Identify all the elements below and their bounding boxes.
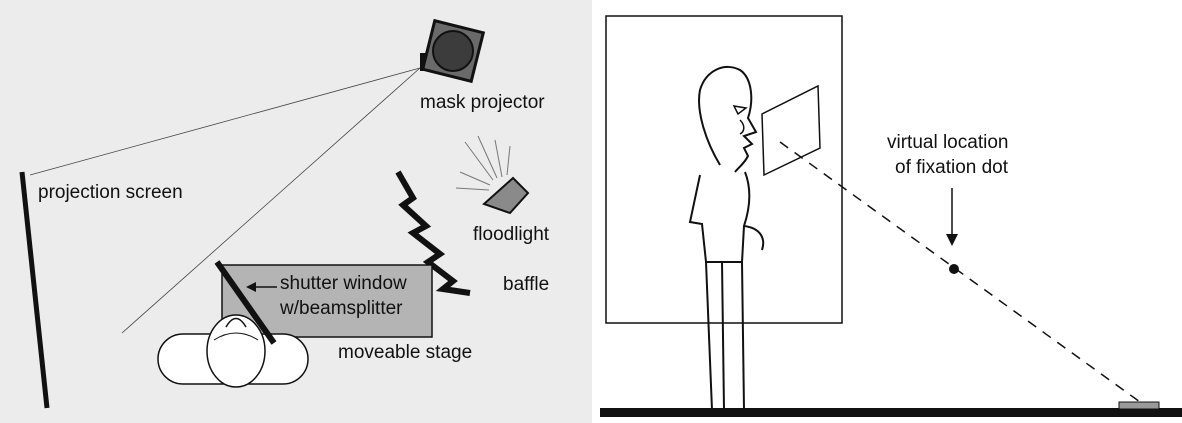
projector-lens [432, 30, 474, 72]
observer-head-profile [698, 65, 758, 173]
shutter-window-label-line1: shutter window [280, 273, 407, 294]
observer-nose [225, 317, 247, 328]
floodlight [455, 135, 530, 215]
observer-hair-line [213, 332, 259, 341]
observer-side-view [688, 65, 765, 411]
line-of-sight-dashed [779, 141, 1141, 403]
observer-head-top-view [206, 314, 266, 388]
right-panel-setup-side-view: virtual location of fixation dot [596, 0, 1182, 423]
floor [600, 408, 1182, 417]
mask-projector-label: mask projector [420, 92, 545, 113]
observer-arm [743, 225, 765, 251]
light-ray [477, 135, 498, 179]
observer-torso [688, 171, 751, 263]
baffle [395, 170, 471, 296]
left-panel-setup-top-view: projection screen mask projector floodli… [0, 0, 592, 423]
light-ray [459, 171, 491, 186]
light-ray [455, 187, 490, 191]
projection-beam-lower [121, 67, 421, 334]
virtual-fixation-dot [949, 264, 959, 274]
shutter-pointer-arrowhead [246, 282, 256, 292]
floodlight-lamp [482, 176, 530, 215]
floor-fixation-marker [1118, 401, 1160, 410]
right-panel-background [596, 0, 1182, 423]
projection-screen [19, 171, 50, 409]
moveable-stage [157, 260, 433, 388]
projection-beam-upper [29, 67, 421, 176]
virtual-fixation-arrowhead [946, 234, 958, 246]
light-ray [464, 141, 494, 181]
virtual-location-label-line1: virtual location [887, 132, 1008, 153]
observer-nose-curl [739, 119, 745, 135]
observer-eye [732, 105, 748, 116]
projection-screen-label: projection screen [38, 182, 183, 203]
moveable-stage-label: moveable stage [338, 342, 472, 363]
virtual-location-label-line2: of fixation dot [895, 157, 1009, 178]
observer-legs [705, 261, 745, 411]
shutter-window-label-line2: w/beamsplitter [279, 298, 403, 319]
baffle-label: baffle [503, 274, 549, 295]
light-ray [506, 145, 511, 176]
floodlight-label: floodlight [473, 224, 550, 245]
beamsplitter-glass [214, 260, 277, 345]
beamsplitter-panel [761, 84, 821, 177]
mask-projector [420, 18, 486, 84]
light-ray [494, 139, 503, 178]
screen-frame [605, 15, 843, 324]
